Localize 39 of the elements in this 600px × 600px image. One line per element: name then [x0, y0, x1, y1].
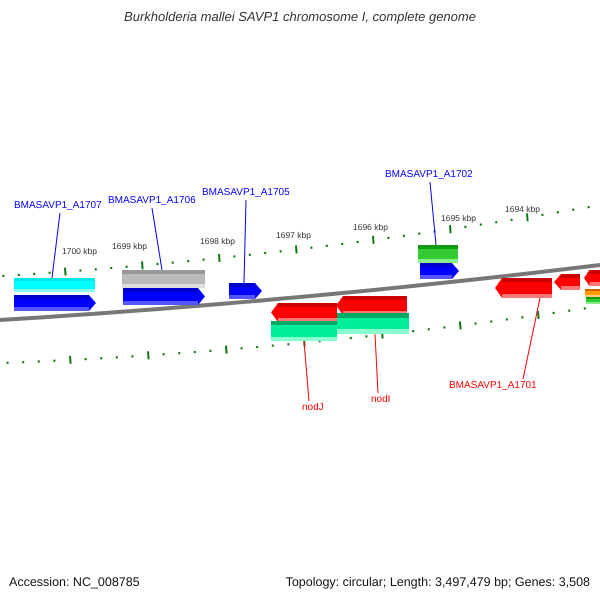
- leader-line: [430, 182, 436, 246]
- accession-text: Accession: NC_008785: [9, 575, 140, 590]
- leader-line: [52, 212, 60, 278]
- scale-label: 1699 kbp: [112, 241, 147, 251]
- gene-block-pointed: [14, 295, 96, 311]
- leader-line: [244, 200, 246, 284]
- scale-label: 1696 kbp: [353, 222, 388, 232]
- gene-block: [585, 289, 600, 297]
- scale-label: 1697 kbp: [276, 230, 311, 240]
- gene-block: [586, 297, 600, 304]
- gene-block: [14, 278, 95, 292]
- scale-label: 1700 kbp: [62, 246, 97, 256]
- gene-block: [271, 321, 337, 341]
- gene-block-pointed: [554, 274, 580, 290]
- gene-block-pointed: [229, 283, 262, 299]
- diagram-title: Burkholderia mallei SAVP1 chromosome I, complete genome: [124, 9, 476, 24]
- gene-block: [122, 270, 205, 288]
- gene-label: nodI: [371, 393, 390, 407]
- gene-label: nodJ: [302, 401, 324, 415]
- gene-label: BMASAVP1_A1706: [108, 194, 196, 208]
- gene-label: BMASAVP1_A1705: [202, 186, 290, 200]
- leader-line: [304, 340, 310, 402]
- gene-block-pointed: [123, 288, 205, 305]
- genome-info-text: Topology: circular; Length: 3,497,479 bp; Genes: 3,508: [286, 575, 590, 590]
- leader-line: [374, 334, 378, 394]
- leader-line: [522, 298, 540, 380]
- scale-label: 1698 kbp: [200, 236, 235, 246]
- gene-label: BMASAVP1_A1707: [14, 199, 102, 213]
- gene-block: [418, 245, 458, 263]
- leader-line: [152, 208, 162, 270]
- gene-label: BMASAVP1_A1701: [449, 379, 537, 393]
- scale-label: 1694 kbp: [505, 204, 540, 214]
- gene-block-pointed: [420, 263, 459, 279]
- gene-label: BMASAVP1_A1702: [385, 168, 473, 182]
- gene-block-pointed: [271, 303, 337, 322]
- gene-block: [337, 313, 409, 334]
- gene-block-pointed: [584, 270, 600, 286]
- scale-label: 1695 kbp: [441, 213, 476, 223]
- gene-block-pointed: [495, 278, 552, 298]
